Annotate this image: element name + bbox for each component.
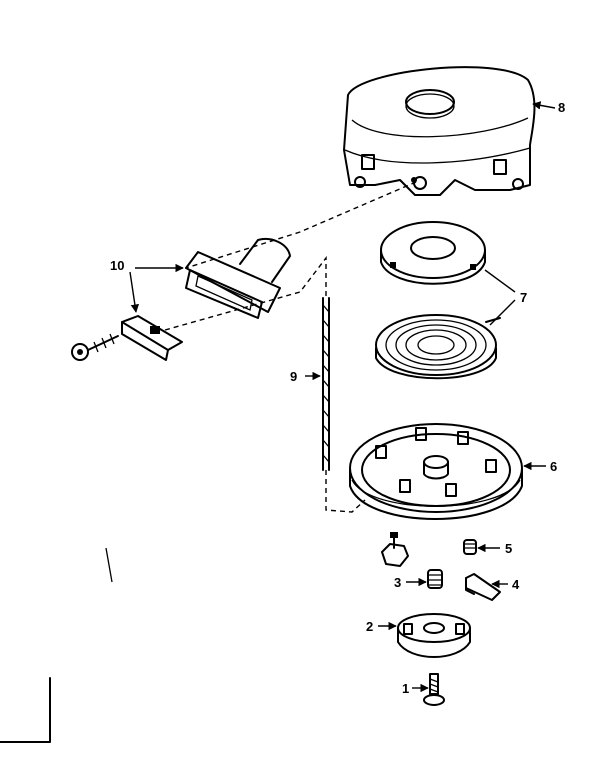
callout-7: 7 — [520, 290, 527, 305]
callout-6: 6 — [550, 459, 557, 474]
part-7-recoil-spring — [375, 314, 501, 380]
part-6-pulley — [349, 423, 523, 520]
part-3-spring — [427, 569, 443, 589]
callout-5: 5 — [505, 541, 512, 556]
drive-cam — [381, 532, 409, 567]
callout-9: 9 — [290, 369, 297, 384]
part-10-handle — [185, 238, 291, 319]
rope-path-line — [185, 181, 417, 269]
callout-4: 4 — [512, 577, 520, 592]
callout-8: 8 — [558, 100, 565, 115]
part-8-housing — [343, 66, 536, 196]
part-9-rope — [322, 297, 330, 471]
callout-2: 2 — [366, 619, 373, 634]
callout-10: 10 — [110, 258, 124, 273]
part-2-cup — [397, 613, 471, 658]
callout-3: 3 — [394, 575, 401, 590]
part-10-retainer — [121, 315, 183, 361]
part-1-screw — [423, 673, 445, 706]
part-7-spring-cup — [380, 221, 486, 285]
part-4-pawl — [465, 573, 501, 601]
rope-path-line-3 — [325, 470, 366, 513]
part-5-spring — [463, 539, 477, 555]
scan-mark — [105, 547, 113, 583]
frame-corner — [0, 677, 51, 743]
callout-1: 1 — [402, 681, 409, 696]
retainer-screw — [71, 333, 119, 361]
